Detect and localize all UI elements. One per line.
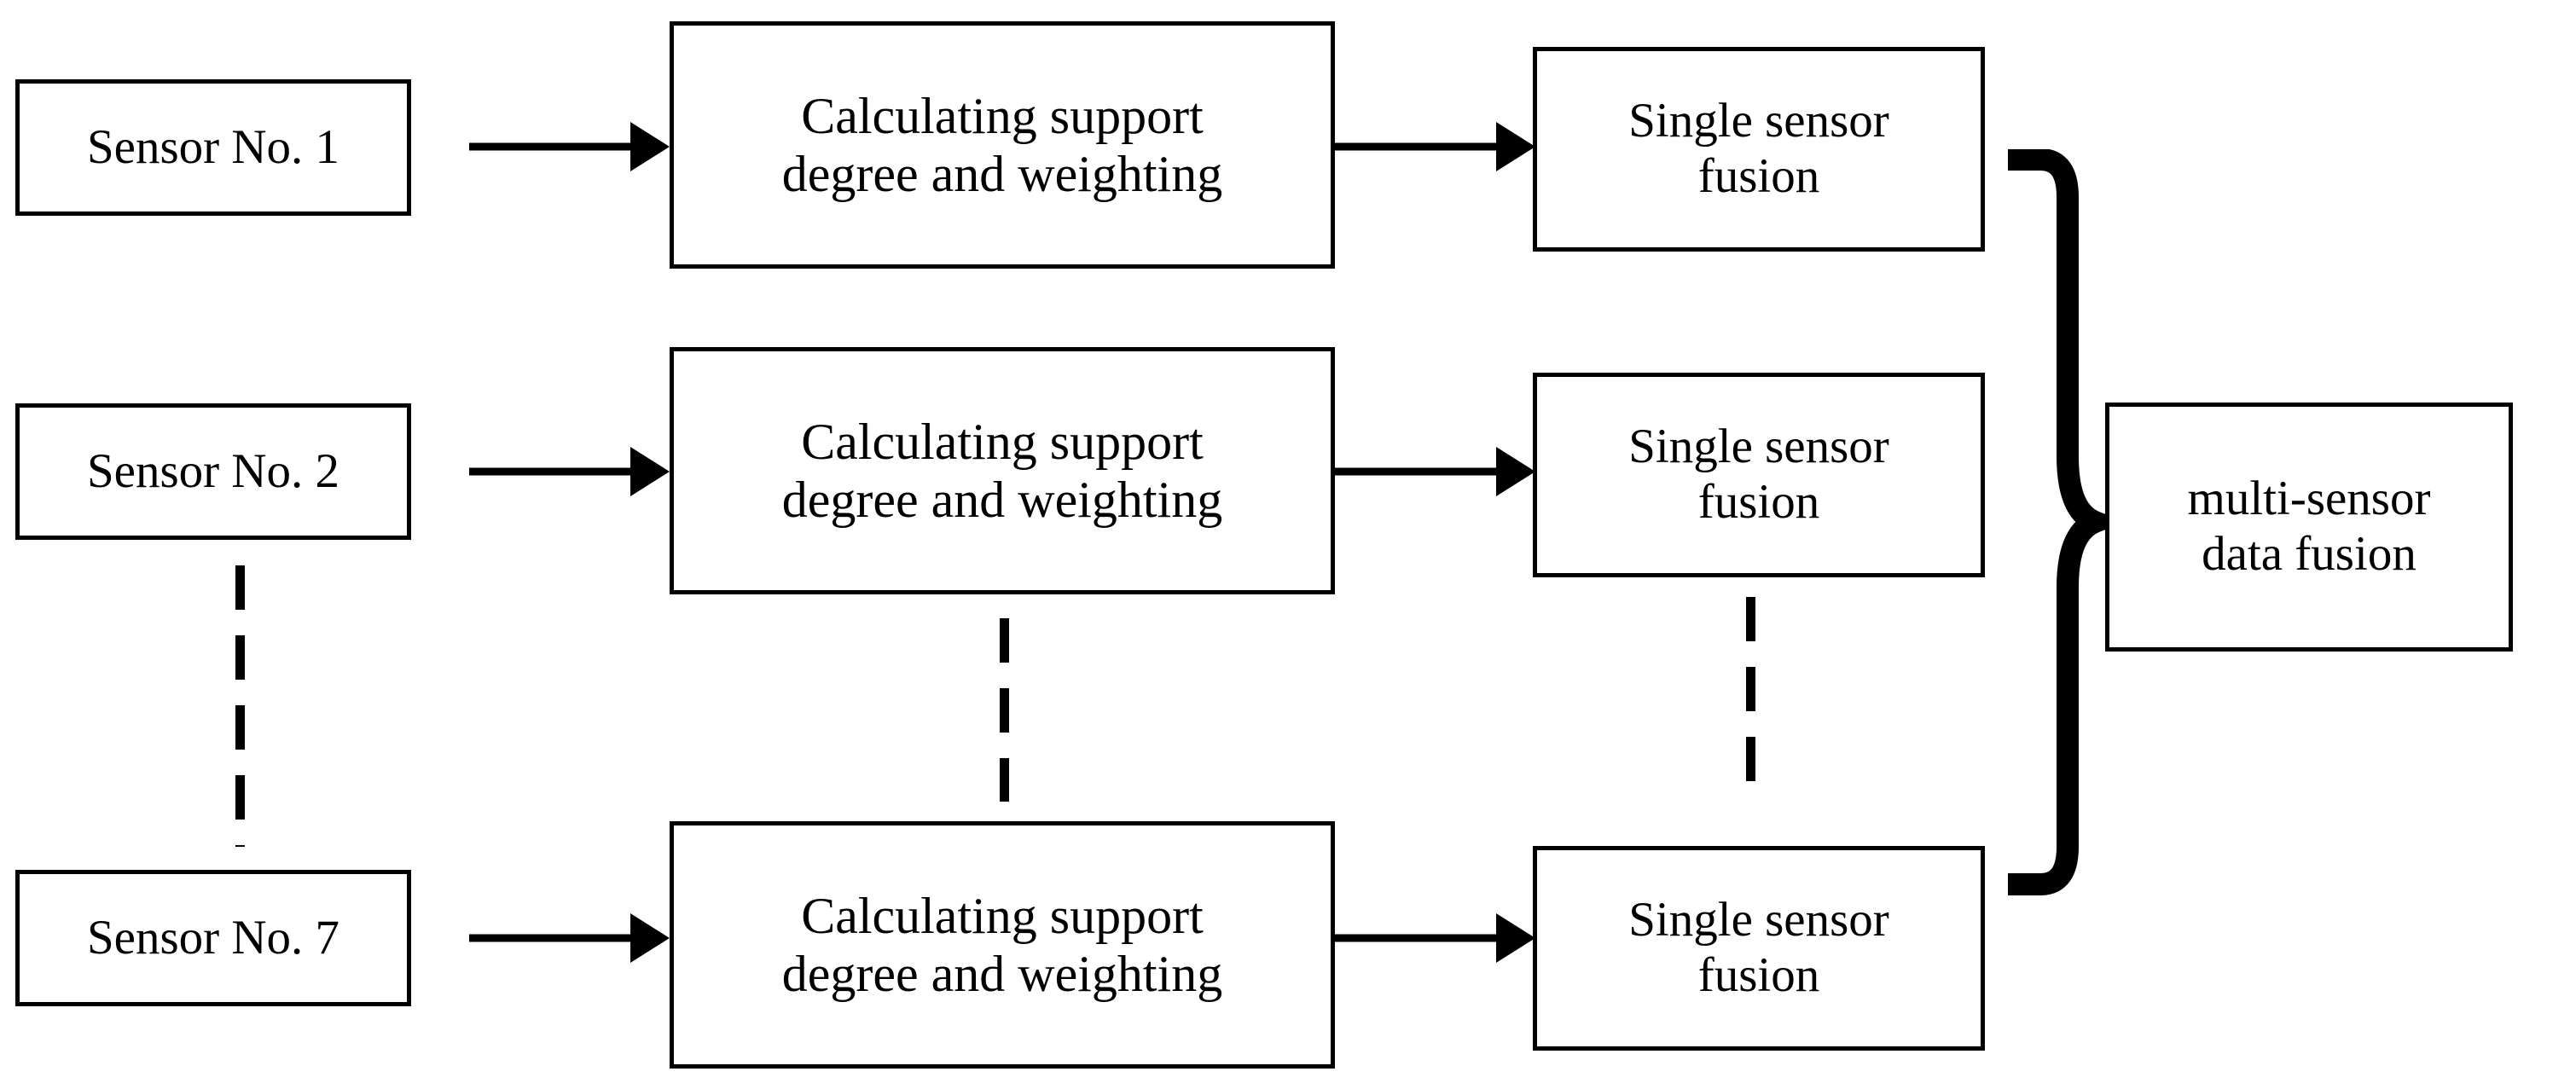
calculating-box-row2: Calculating support degree and weighting bbox=[670, 347, 1335, 594]
sensor-box-row1: Sensor No. 1 bbox=[15, 79, 411, 216]
sensor-box-row3: Sensor No. 7 bbox=[15, 870, 411, 1006]
calculating-box-row3: Calculating support degree and weighting bbox=[670, 821, 1335, 1069]
single-sensor-fusion-box-row1: Single sensor fusion bbox=[1533, 47, 1985, 252]
dashed-continuation-sensor-column bbox=[235, 565, 245, 847]
sensor-box-row2: Sensor No. 2 bbox=[15, 403, 411, 540]
single-sensor-fusion-box-row2: Single sensor fusion bbox=[1533, 373, 1985, 577]
multi-sensor-data-fusion-box: multi-sensor data fusion bbox=[2105, 403, 2513, 652]
single-sensor-fusion-box-row3: Single sensor fusion bbox=[1533, 846, 1985, 1051]
dashed-continuation-calculating-column bbox=[1000, 618, 1009, 802]
dashed-continuation-fusion-column bbox=[1746, 597, 1755, 803]
calculating-box-row1: Calculating support degree and weighting bbox=[670, 21, 1335, 269]
grouping-brace-icon bbox=[1996, 149, 2107, 895]
